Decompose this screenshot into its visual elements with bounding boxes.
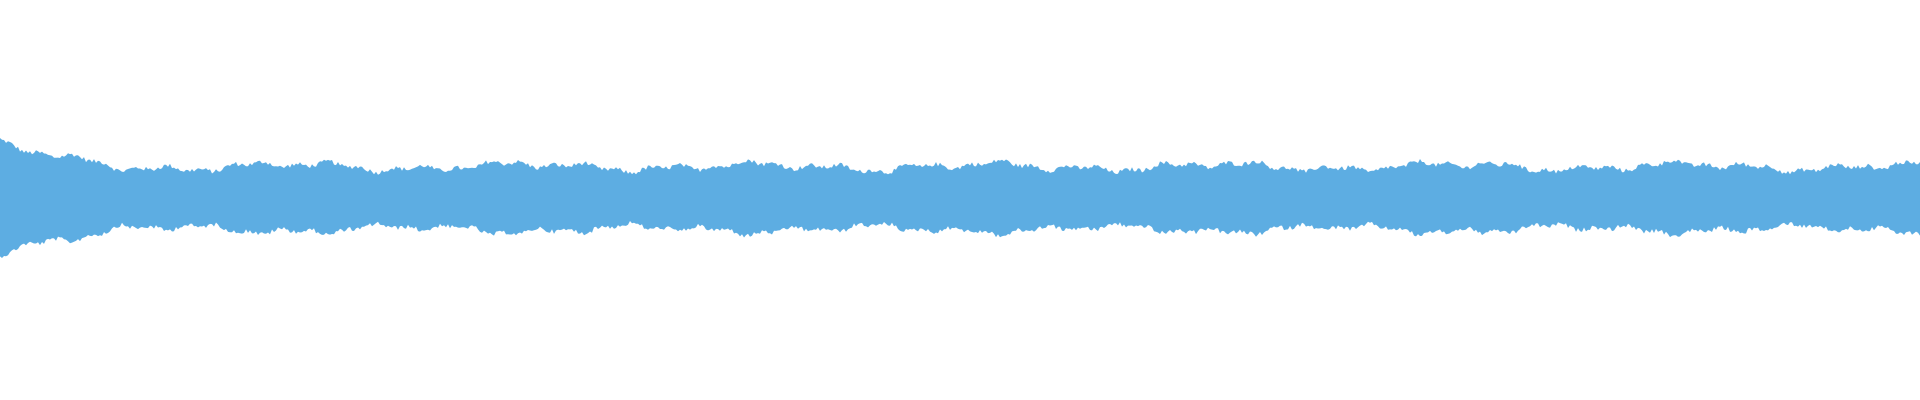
waveform-shape xyxy=(0,138,1920,258)
